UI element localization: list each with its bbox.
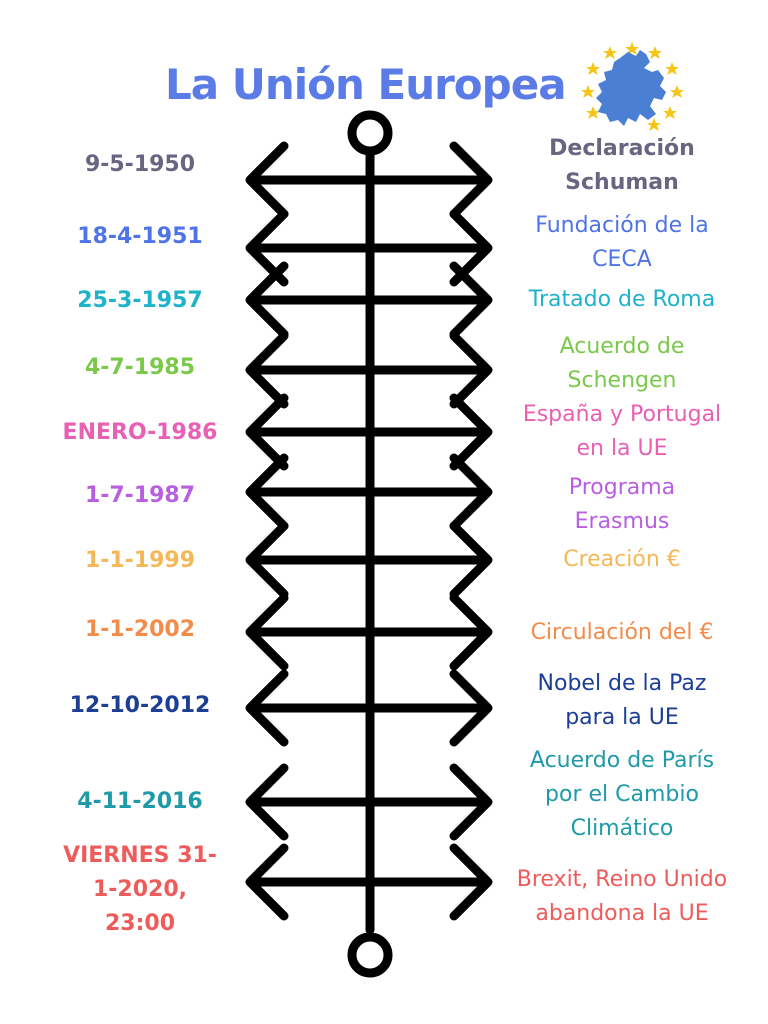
arrow-left-head-3 xyxy=(245,261,289,339)
arrow-left-head-4 xyxy=(245,331,289,409)
timeline-event-1: Declaración Schuman xyxy=(549,136,695,195)
page-title: La Unión Europea xyxy=(165,60,567,109)
timeline-event-7: Creación € xyxy=(563,547,681,572)
timeline-end-circle xyxy=(347,932,393,978)
timeline-date-7: 1-1-1999 xyxy=(84,548,196,573)
arrow-right-head-5 xyxy=(449,393,493,471)
timeline-event-6: Programa Erasmus xyxy=(568,475,676,534)
arrow-right-head-9 xyxy=(449,669,493,747)
arrow-right-head-8 xyxy=(449,593,493,671)
timeline-date-8: 1-1-2002 xyxy=(84,617,196,642)
timeline-event-9: Nobel de la Paz para la UE xyxy=(537,671,707,730)
arrow-right-head-6 xyxy=(449,453,493,531)
timeline-date-5: ENERO-1986 xyxy=(62,420,218,445)
arrow-left-head-9 xyxy=(245,669,289,747)
timeline-date-9: 12-10-2012 xyxy=(69,693,211,718)
arrow-right-head-11 xyxy=(449,843,493,921)
arrow-left-head-8 xyxy=(245,593,289,671)
timeline-event-8: Circulación del € xyxy=(530,620,714,645)
timeline-date-1: 9-5-1950 xyxy=(84,152,196,177)
arrow-right-head-1 xyxy=(449,141,493,219)
arrow-left-head-7 xyxy=(245,521,289,599)
eu-stars xyxy=(581,42,684,131)
timeline-date-11: VIERNES 31- 1-2020, 23:00 xyxy=(63,843,217,936)
arrow-left-head-10 xyxy=(245,763,289,841)
eu-map-shape xyxy=(596,50,666,126)
timeline-event-10: Acuerdo de París por el Cambio Climático xyxy=(529,748,715,841)
arrow-left-head-1 xyxy=(245,141,289,219)
timeline-start-circle xyxy=(347,110,393,156)
arrow-right-head-7 xyxy=(449,521,493,599)
timeline-date-2: 18-4-1951 xyxy=(77,224,203,249)
arrow-right-head-2 xyxy=(449,209,493,287)
arrow-left-head-6 xyxy=(245,453,289,531)
arrow-left-head-5 xyxy=(245,393,289,471)
timeline-date-4: 4-7-1985 xyxy=(84,355,196,380)
timeline-date-3: 25-3-1957 xyxy=(77,288,203,313)
timeline-event-2: Fundación de la CECA xyxy=(535,213,709,272)
timeline-event-11: Brexit, Reino Unido abandona la UE xyxy=(516,867,728,926)
timeline-event-3: Tratado de Roma xyxy=(528,287,716,312)
arrow-right-head-10 xyxy=(449,763,493,841)
arrow-right-head-4 xyxy=(449,331,493,409)
eu-map-with-stars-icon xyxy=(581,42,684,131)
arrow-right-head-3 xyxy=(449,261,493,339)
timeline-event-4: Acuerdo de Schengen xyxy=(559,334,685,393)
arrow-left-head-2 xyxy=(245,209,289,287)
timeline-date-6: 1-7-1987 xyxy=(84,483,196,508)
timeline-event-5: España y Portugal en la UE xyxy=(522,402,722,461)
arrow-left-head-11 xyxy=(245,843,289,921)
timeline-date-10: 4-11-2016 xyxy=(77,789,203,814)
